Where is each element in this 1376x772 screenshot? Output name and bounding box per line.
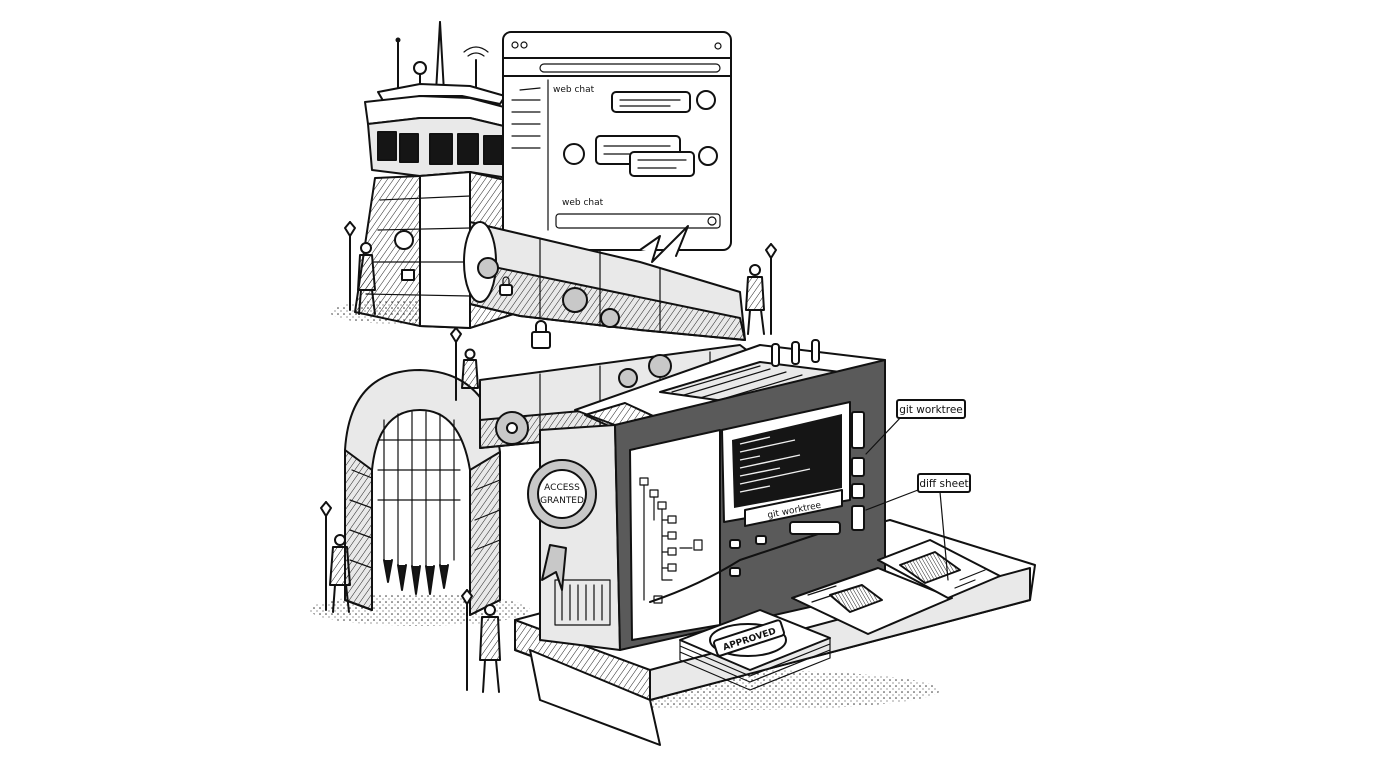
- address-bar: [539, 63, 721, 73]
- callout-diff-label: diff sheet: [919, 478, 968, 490]
- approved-stamp: [713, 619, 785, 657]
- callout-diff-sheet: diff sheet: [865, 473, 971, 581]
- arch-gate: [344, 369, 501, 616]
- callout-box-diff: [917, 473, 971, 493]
- terminal-screen: [732, 414, 842, 508]
- gear-icon: [477, 257, 499, 279]
- user-avatar-icon-2: [698, 146, 718, 166]
- callout-worktree-label: git worktree: [899, 404, 963, 416]
- gear-icon-3: [600, 308, 620, 328]
- file-tree: [639, 477, 703, 604]
- gear-icon-4: [618, 368, 638, 388]
- upper-pipe: [463, 221, 746, 341]
- chat-bubble-incoming: [611, 91, 691, 113]
- lock-icon: [499, 284, 513, 296]
- portcullis: [377, 411, 461, 595]
- gear-icon-2: [562, 287, 588, 313]
- gear-icon-5: [648, 354, 672, 378]
- chat-bubble-reply: [629, 151, 695, 177]
- chat-input: [555, 213, 721, 229]
- guard-gate-right: [461, 589, 501, 693]
- guard-tower: [344, 221, 376, 315]
- approved-paper-stack: APPROVED: [679, 609, 831, 691]
- git-worktree-button: [744, 489, 843, 527]
- computer-console: git worktree: [539, 339, 886, 651]
- bot-avatar-icon: [563, 143, 585, 165]
- seal-line-1: ACCESS: [544, 483, 580, 493]
- access-seal: ACCESS GRANTED: [527, 459, 597, 591]
- guard-pipe: [745, 243, 777, 335]
- branch-graph: [649, 521, 841, 603]
- callout-box-worktree: [896, 399, 966, 419]
- seal-line-2: GRANTED: [540, 496, 584, 506]
- padlock-icon: [531, 320, 551, 349]
- browser-window: web chat web chat: [502, 31, 732, 263]
- diff-sheets: [791, 539, 1001, 635]
- browser-footer-label: web chat: [562, 198, 604, 208]
- callout-git-worktree: git worktree: [865, 399, 966, 455]
- guard-gate-top: [450, 327, 479, 401]
- user-avatar-icon: [696, 90, 716, 110]
- guard-gate-left: [320, 501, 351, 613]
- browser-title: web chat: [553, 85, 595, 95]
